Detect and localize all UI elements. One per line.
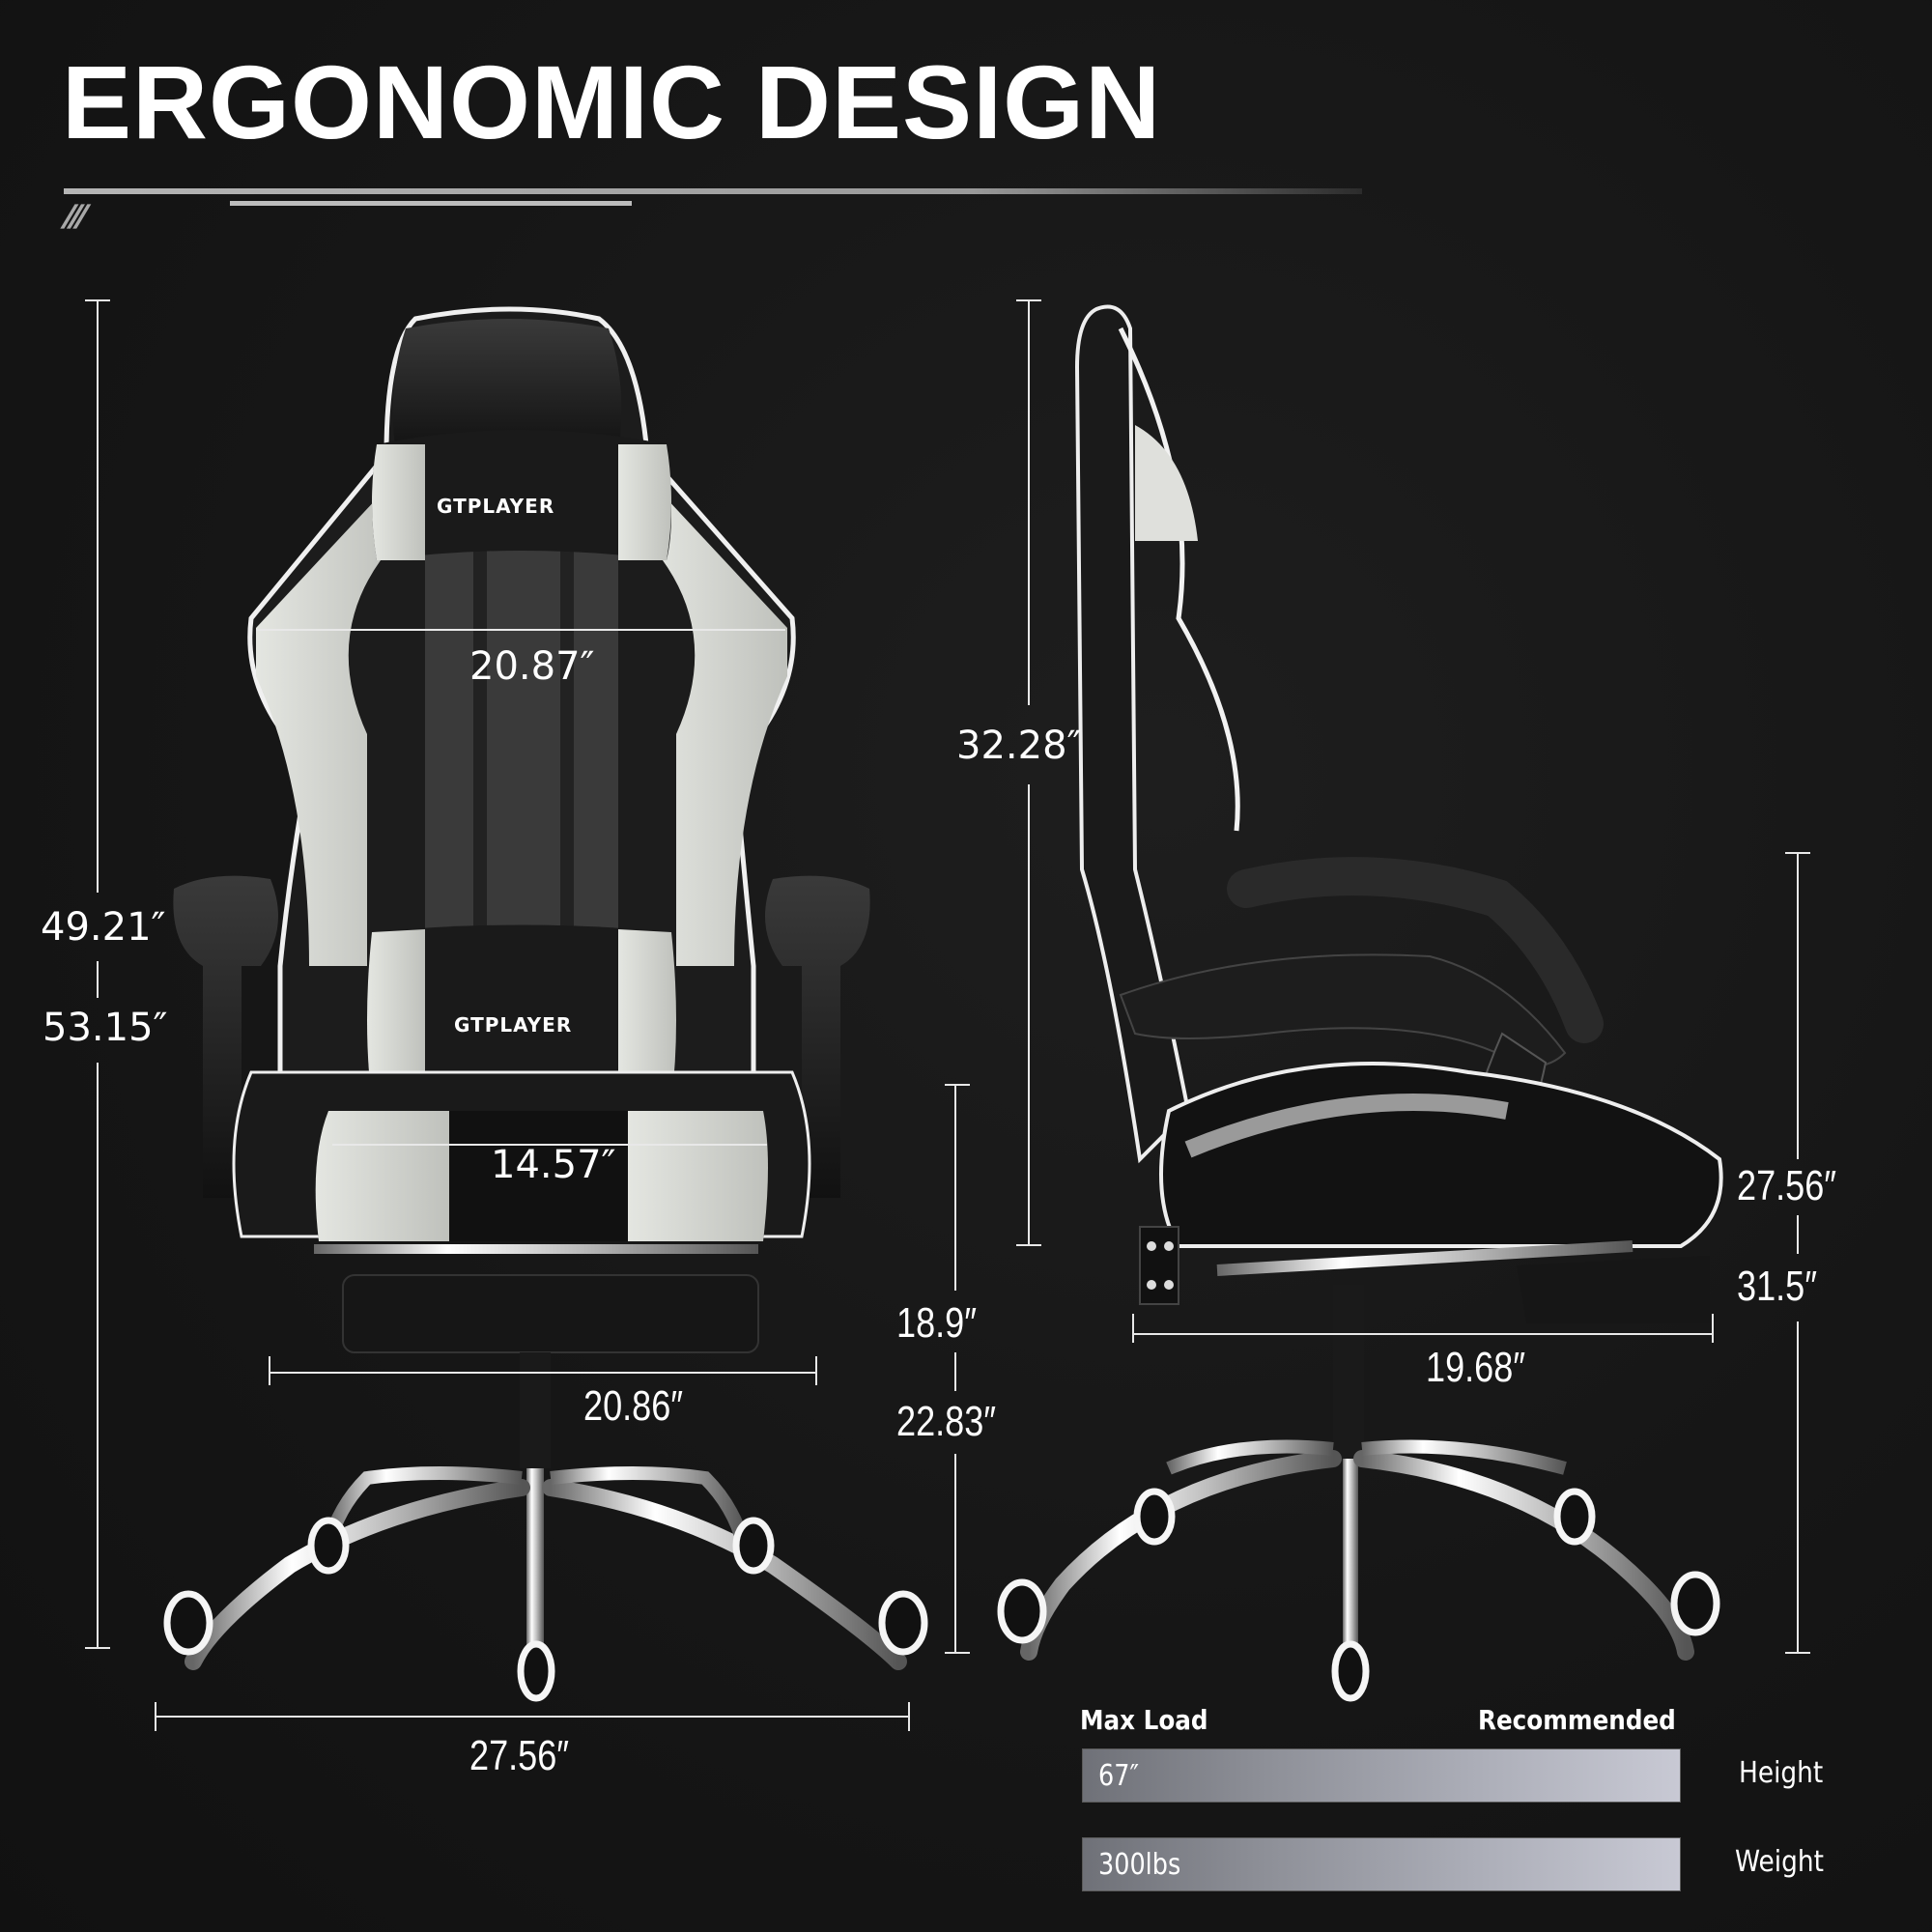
svg-text:GTPLAYER: GTPLAYER	[454, 1013, 572, 1037]
seat-depth-left-tick	[1132, 1314, 1134, 1343]
seat-height-top-tick	[945, 1084, 970, 1086]
seat-width-label: 14.57″	[491, 1143, 616, 1187]
total-height-line-upper	[97, 301, 99, 893]
armrest-height-top-tick	[1785, 852, 1810, 854]
seat-height-bottom-tick	[945, 1652, 970, 1654]
backrest-width-line	[256, 629, 785, 631]
height-value: 67″	[1098, 1759, 1139, 1793]
total-height-bottom-tick	[85, 1647, 110, 1649]
max-load-heading: Max Load	[1080, 1704, 1208, 1736]
armrest-span-label: 20.86″	[583, 1382, 684, 1430]
armrest-span-left-tick	[269, 1356, 270, 1385]
backrest-height-label: 32.28″	[956, 724, 1082, 768]
armrest-span-line	[270, 1372, 817, 1374]
title-accent-line	[230, 201, 632, 206]
base-width-right-tick	[908, 1702, 910, 1731]
height-label: Height	[1739, 1756, 1824, 1790]
backrest-height-line-lower	[1028, 784, 1030, 1246]
armrest-height-line-lower	[1797, 1321, 1799, 1652]
total-height-max-label: 53.15″	[43, 1006, 168, 1050]
height-bar: 67″	[1082, 1748, 1681, 1803]
seat-height-line-upper	[954, 1086, 956, 1291]
total-height-line-mid	[97, 961, 99, 998]
armrest-height-max-label: 31.5″	[1737, 1263, 1817, 1310]
armrest-height-line-upper	[1797, 854, 1799, 1159]
weight-value: 300lbs	[1098, 1848, 1181, 1882]
base-width-left-tick	[155, 1702, 156, 1731]
seat-width-line	[332, 1144, 767, 1146]
weight-label: Weight	[1735, 1845, 1824, 1879]
page-title: ERGONOMIC DESIGN	[62, 43, 1162, 160]
seat-height-max-label: 22.83″	[896, 1398, 997, 1445]
svg-text:GTPLAYER: GTPLAYER	[437, 495, 554, 518]
seat-depth-right-tick	[1712, 1314, 1714, 1343]
backrest-height-line-upper	[1028, 301, 1030, 705]
armrest-height-bottom-tick	[1785, 1652, 1810, 1654]
weight-bar: 300lbs	[1082, 1837, 1681, 1891]
seat-height-min-label: 18.9″	[896, 1299, 977, 1347]
base-width-line	[156, 1716, 910, 1718]
seat-depth-line	[1134, 1333, 1714, 1335]
armrest-height-min-label: 27.56″	[1737, 1162, 1837, 1209]
armrest-span-right-tick	[815, 1356, 817, 1385]
seat-depth-label: 19.68″	[1426, 1344, 1526, 1391]
seat-height-line-mid	[954, 1352, 956, 1391]
backrest-height-bottom-tick	[1016, 1244, 1041, 1246]
total-height-line-lower	[97, 1063, 99, 1648]
recommended-heading: Recommended	[1478, 1704, 1676, 1736]
total-height-top-tick	[85, 299, 110, 301]
base-width-label: 27.56″	[469, 1732, 570, 1779]
backrest-height-top-tick	[1016, 299, 1041, 301]
seat-height-line-lower	[954, 1454, 956, 1653]
armrest-height-line-mid	[1797, 1215, 1799, 1254]
total-height-min-label: 49.21″	[41, 905, 166, 950]
title-underline	[64, 188, 1362, 194]
backrest-width-label: 20.87″	[469, 644, 595, 689]
